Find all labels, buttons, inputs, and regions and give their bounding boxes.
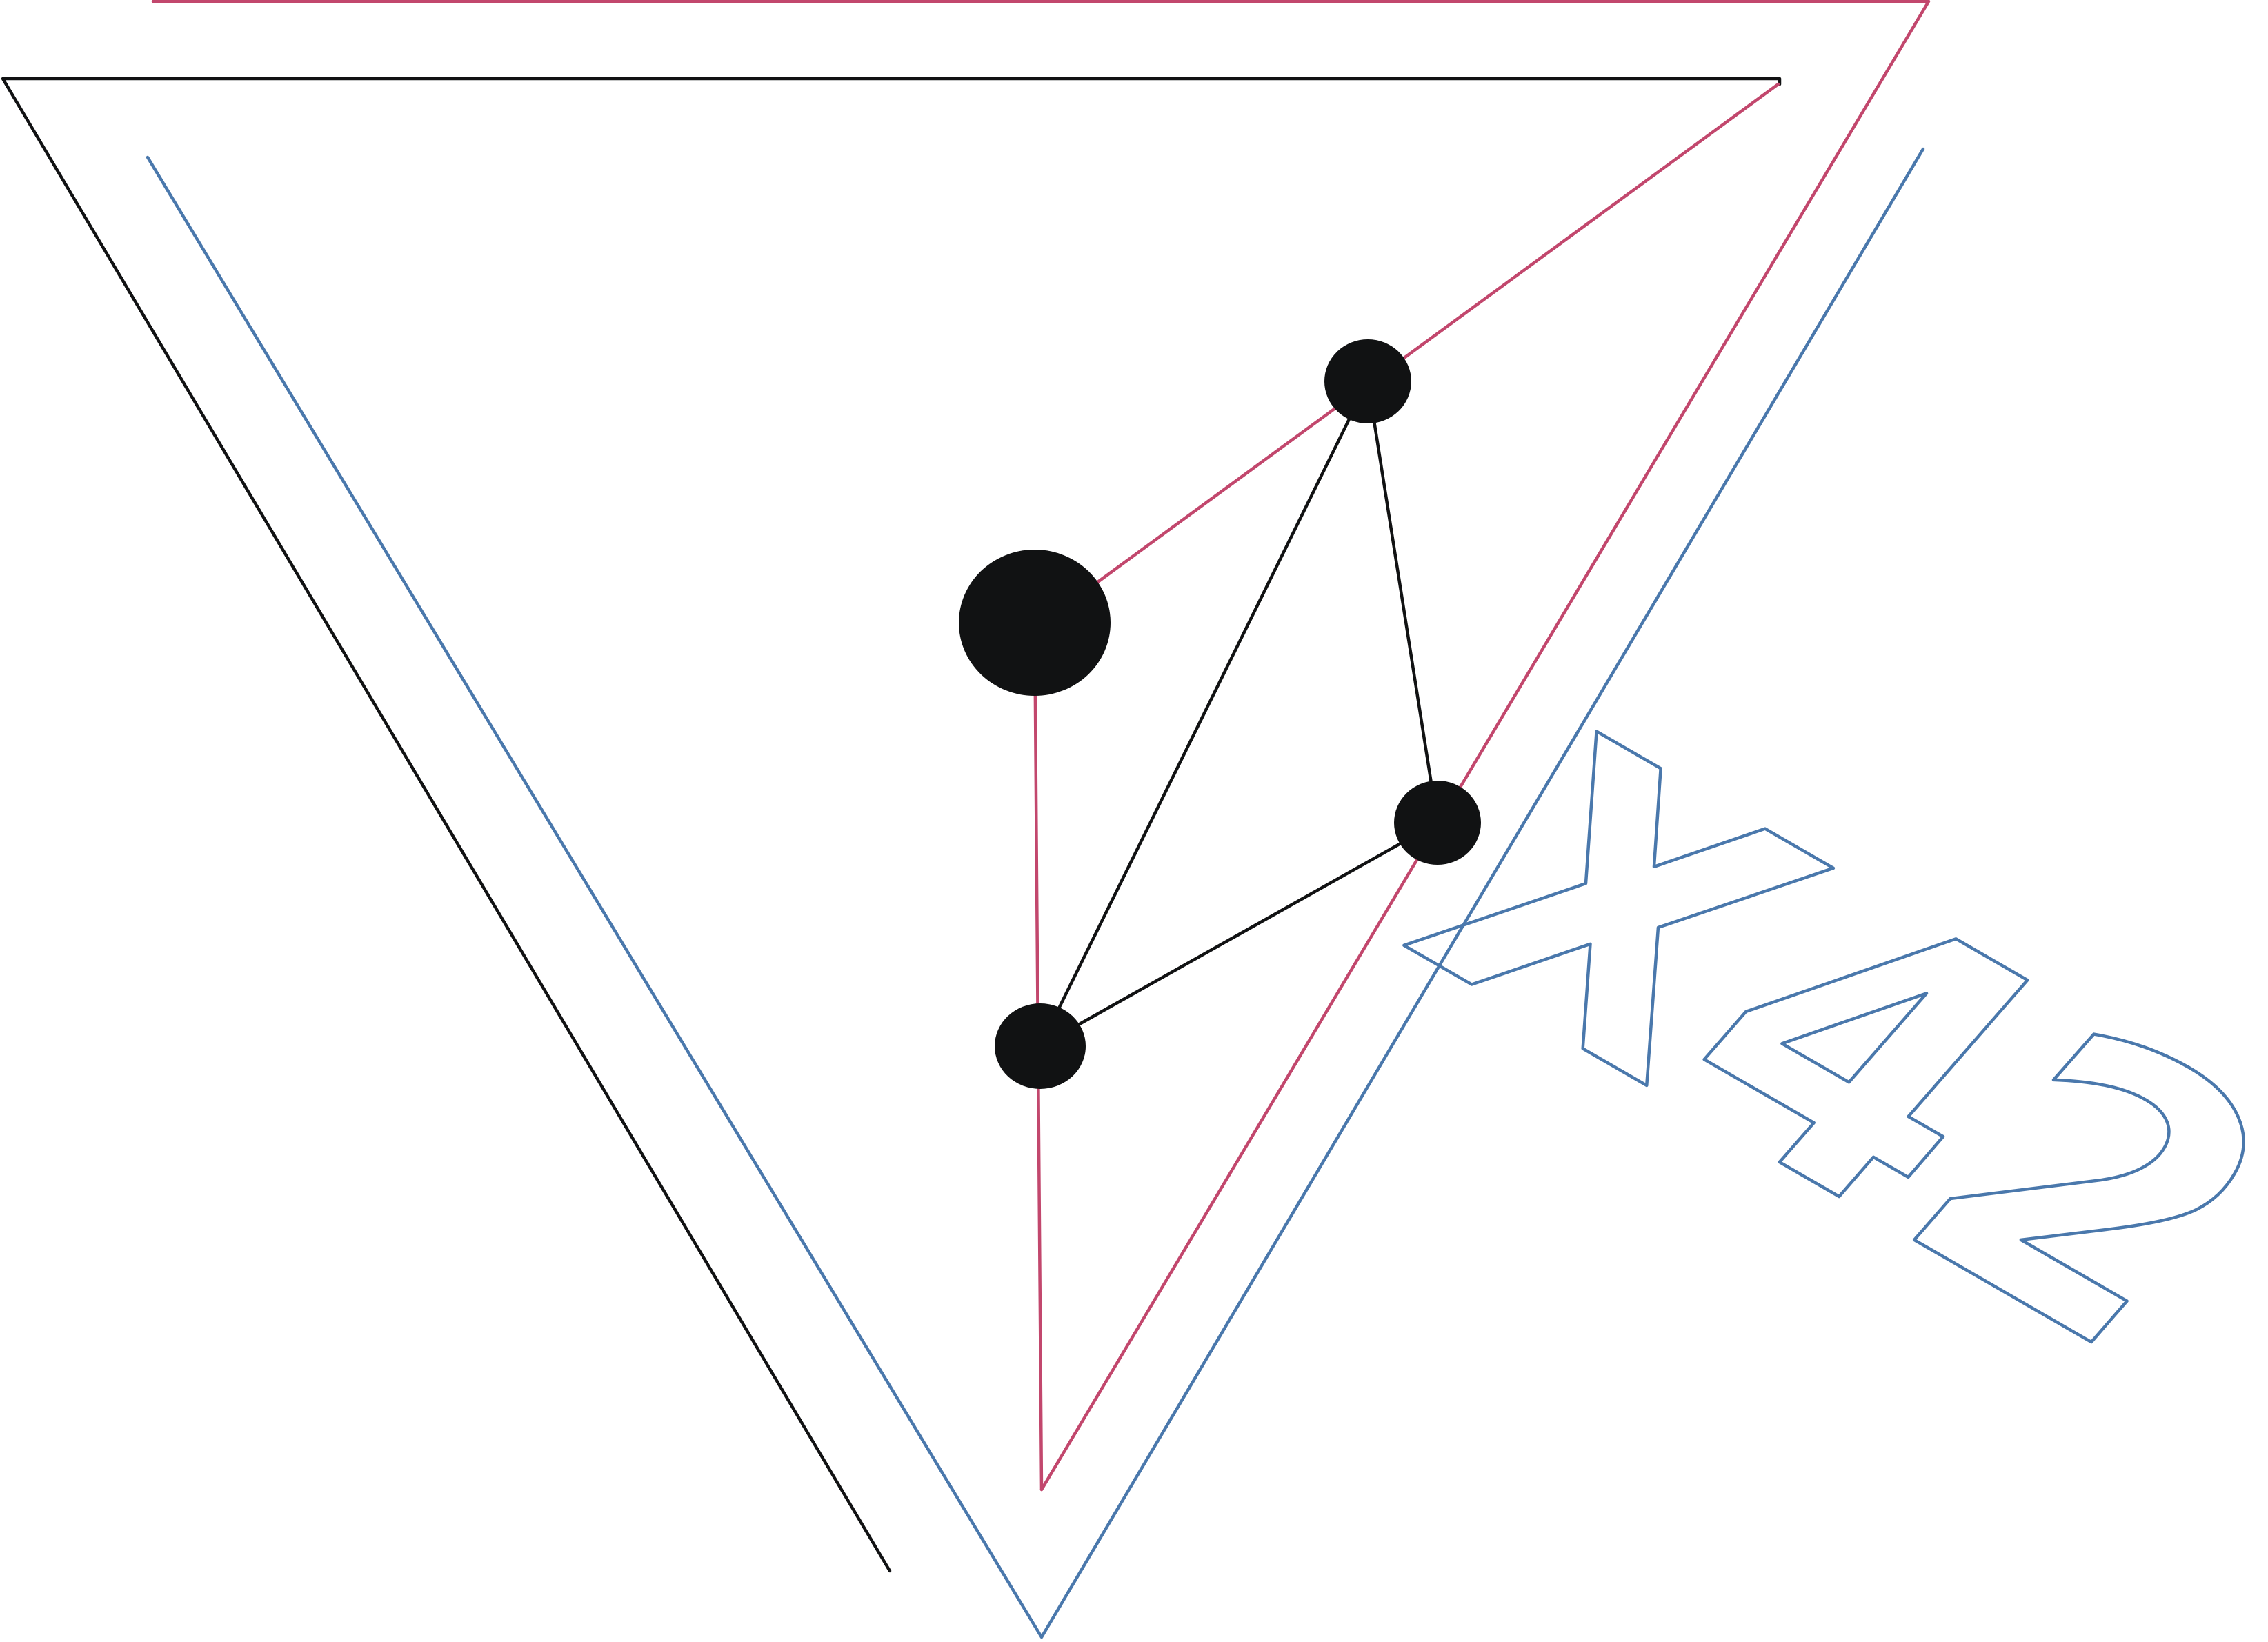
black-triangle-outline — [1, 77, 1782, 1573]
pink-diagonal-line — [1095, 82, 1780, 585]
edge-top-to-bottom — [1038, 379, 1370, 1048]
network-edges — [1038, 379, 1440, 1048]
blue-v-outline — [146, 147, 1925, 1639]
pink-triangle-outline — [151, 0, 1931, 1492]
node-top — [1324, 339, 1411, 423]
node-bottom — [995, 1003, 1086, 1089]
edge-right-to-bottom — [1038, 821, 1440, 1048]
node-right — [1394, 781, 1481, 865]
network-nodes — [959, 339, 1481, 1089]
edge-top-to-right — [1366, 379, 1440, 825]
node-large — [959, 550, 1111, 696]
x42-wordmark: X42 — [1354, 633, 2268, 1452]
